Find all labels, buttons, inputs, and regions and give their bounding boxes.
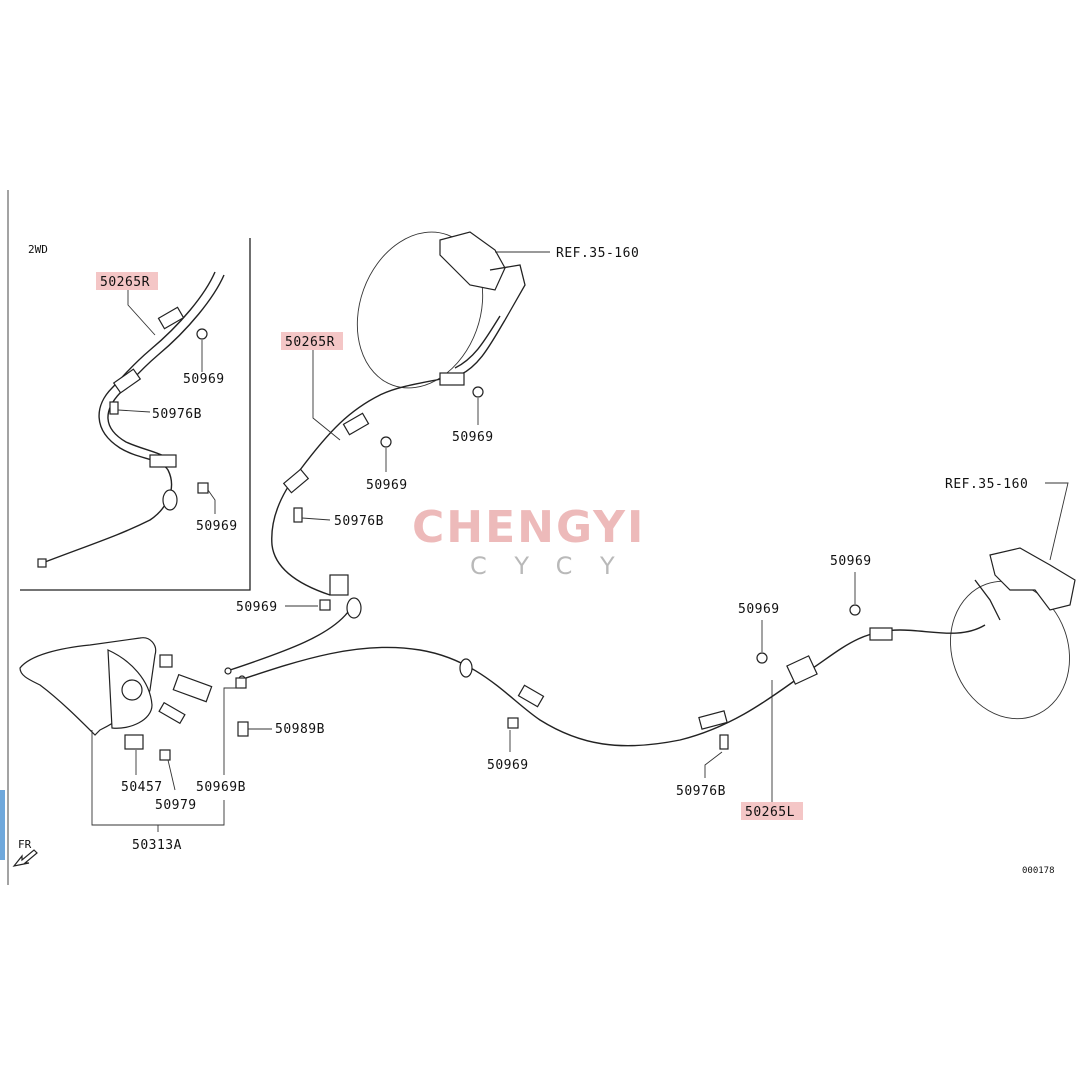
nut-right-b [849,604,861,616]
front-direction-indicator: FR [12,838,38,867]
inset-part-50969-b: 50969 [196,519,238,534]
parking-brake-lever: 50989B 50457 50979 50969B 50313A [19,637,325,853]
bolt-50979 [159,749,171,761]
nut-50969B [235,677,247,689]
part-50969-top: 50969 [452,430,494,445]
bolt-50989B [237,721,249,737]
brake-assembly-left [439,231,506,291]
cable-end-r [224,667,232,675]
leader-50976B-right [704,751,723,778]
bolt-right [719,734,729,750]
inset-nut-b [197,482,209,494]
nut-left [319,599,331,611]
leader-50265R [312,350,341,441]
inset-bolt [109,401,119,415]
inset-cable-end [37,558,47,568]
inset-2wd: 2WD 50265R 50969 50976B 50969 [20,238,251,591]
part-50969B: 50969B [196,780,246,795]
clamp-mid [342,412,370,436]
ref-leader-right [1045,482,1069,561]
inset-leader-50265R [127,290,156,336]
fr-arrow-icon [12,849,38,867]
leader-50976B-left [301,517,331,521]
nut-mid [380,436,392,448]
lever-pivot [121,679,143,701]
backing-plate-left [356,231,484,389]
grommet-left [346,597,362,619]
equalizer [172,673,213,703]
inset-part-50976B: 50976B [152,407,202,422]
nut-right-a [756,652,768,664]
inset-clamp-low [149,454,177,468]
inset-nut-a [196,328,208,340]
clamp-low [282,468,310,494]
part-50313A: 50313A [132,838,182,853]
switch-50457 [124,734,144,750]
watermark-sub: CYCY [470,552,643,580]
brake-assembly-right [989,547,1076,611]
ref-label-right: REF.35-160 [945,477,1028,492]
inset-border [20,238,251,591]
part-50969-mid: 50969 [366,478,408,493]
cable-50265R-edge [454,315,501,369]
part-50989B: 50989B [275,722,325,737]
inset-clamp-top [157,306,185,330]
left-edge-accent [0,790,5,860]
part-50979: 50979 [155,798,197,813]
inset-part-50265R: 50265R [100,275,150,290]
inset-cable-edge [107,274,225,467]
clamp-right-low [698,710,728,730]
part-50265R: 50265R [285,335,335,350]
cable-50265L: 50969 50969 50969 50976B 50265L [238,554,986,820]
inset-leader-50969b [207,489,216,514]
fr-label: FR [18,838,32,851]
brake-spring-left [489,264,526,321]
inset-cable [44,271,216,563]
lever-plate [158,701,186,725]
ref-label-left: REF.35-160 [556,246,639,261]
clamp-right-top [869,627,893,641]
clamp-upper [439,372,465,386]
figure-id: 000178 [1022,866,1055,876]
clamp-bracket [329,574,349,596]
inset-leader-50976B [117,409,151,413]
rear-brake-left: REF.35-160 [356,231,639,389]
brake-spring-right [974,579,1001,621]
part-50976B-right: 50976B [676,784,726,799]
nut-center [507,717,519,729]
inset-label: 2WD [28,243,48,256]
lever-bracket-nut [159,654,173,668]
part-50969-left: 50969 [236,600,278,615]
part-50969-right2: 50969 [830,554,872,569]
inset-part-highlight [96,272,158,290]
inset-grommet [162,489,178,511]
clamp-center [517,684,545,708]
part-50976B-left: 50976B [334,514,384,529]
backing-plate-right [950,580,1070,720]
grommet-center [459,658,473,678]
cable-50265R-lever [229,611,349,671]
rear-brake-right: REF.35-160 [945,477,1076,720]
bolt-left [293,507,303,523]
part-50969-center: 50969 [487,758,529,773]
cable-50265L-path [239,624,986,747]
nut-top [472,386,484,398]
watermark-brand: CHENGYI [412,502,645,553]
part-50969-right1: 50969 [738,602,780,617]
inset-part-50969-a: 50969 [183,372,225,387]
part-highlight-right-upper [281,332,343,350]
part-50265L: 50265L [745,805,795,820]
leader-50979 [167,759,176,791]
leader-50969B [223,687,240,775]
cable-50265R: 50265R 50969 50969 50976B 50969 [224,315,506,675]
part-highlight-left [741,802,803,820]
clamp-right-mid [786,655,818,685]
inset-clamp-mid [112,368,142,394]
part-50457: 50457 [121,780,163,795]
